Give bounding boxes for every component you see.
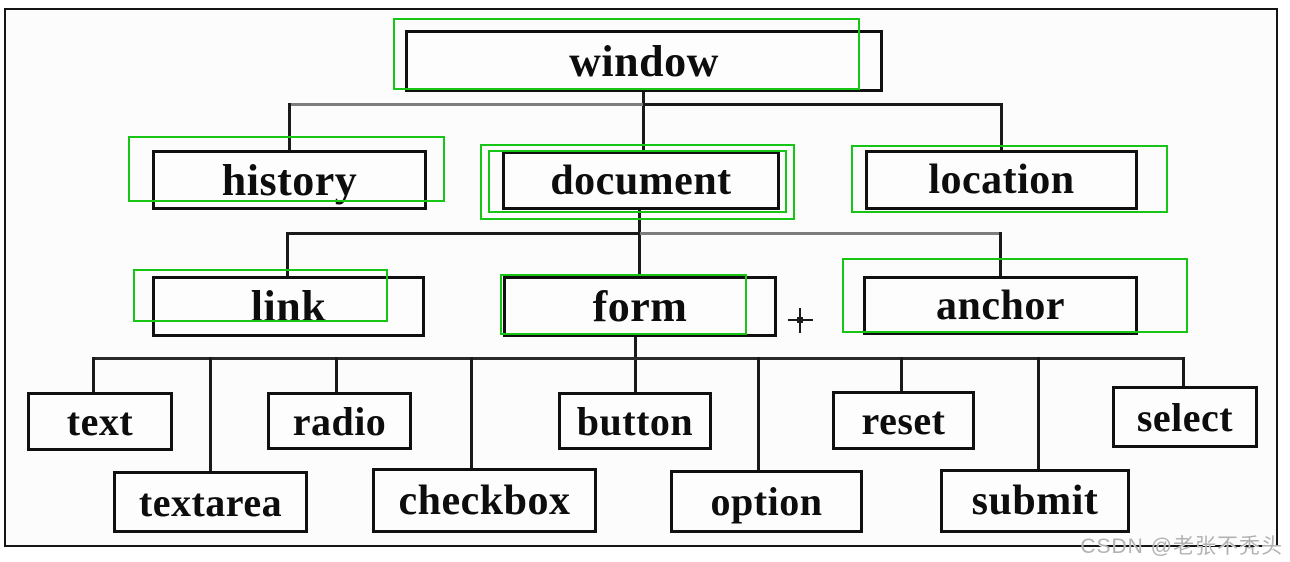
connector-document-anchor bbox=[999, 232, 1002, 276]
node-location: location bbox=[865, 150, 1138, 210]
connector-level2-horizontal-left bbox=[287, 232, 640, 235]
node-checkbox: checkbox bbox=[372, 468, 597, 533]
annotation-box-history bbox=[128, 136, 445, 202]
node-submit-label: submit bbox=[971, 478, 1099, 524]
node-select-label: select bbox=[1136, 394, 1234, 440]
connector-form-checkbox bbox=[470, 357, 473, 468]
node-radio-label: radio bbox=[292, 398, 387, 444]
connector-form-option bbox=[757, 357, 760, 470]
annotation-box-form bbox=[500, 274, 747, 335]
node-link: link bbox=[152, 276, 425, 337]
node-submit: submit bbox=[940, 469, 1130, 533]
node-form-label: form bbox=[592, 282, 688, 331]
annotation-box-document-inner bbox=[488, 150, 787, 213]
node-reset-label: reset bbox=[861, 398, 946, 443]
node-form: form bbox=[503, 276, 777, 337]
connector-form-submit bbox=[1037, 357, 1040, 469]
csdn-watermark: CSDN @老张不秃头 bbox=[1080, 535, 1283, 558]
node-document: document bbox=[502, 151, 780, 210]
annotation-box-link bbox=[133, 269, 388, 322]
annotation-box-anchor bbox=[842, 258, 1188, 333]
connector-form-text bbox=[92, 357, 95, 392]
node-text-label: text bbox=[66, 399, 134, 444]
node-radio: radio bbox=[267, 392, 412, 450]
node-document-label: document bbox=[550, 157, 732, 204]
node-textarea: textarea bbox=[113, 471, 308, 533]
connector-form-select bbox=[1182, 357, 1185, 386]
connector-window-history bbox=[288, 103, 291, 150]
node-history-label: history bbox=[221, 155, 358, 205]
node-checkbox-label: checkbox bbox=[398, 477, 571, 524]
node-window-label: window bbox=[569, 36, 719, 86]
connector-form-button bbox=[634, 337, 637, 392]
connector-form-reset bbox=[900, 357, 903, 391]
node-window: window bbox=[405, 30, 883, 92]
node-reset: reset bbox=[832, 391, 975, 450]
node-button-label: button bbox=[576, 398, 694, 444]
node-option-label: option bbox=[710, 479, 823, 524]
annotation-box-window bbox=[393, 18, 860, 90]
connector-window-document bbox=[642, 90, 645, 151]
connector-level3-horizontal bbox=[92, 357, 1185, 360]
node-select: select bbox=[1112, 386, 1258, 448]
connector-level1-horizontal-right bbox=[643, 103, 1003, 106]
node-link-label: link bbox=[250, 282, 327, 331]
connector-document-link bbox=[286, 232, 289, 276]
connector-form-radio bbox=[335, 357, 338, 392]
connector-level2-horizontal-right bbox=[640, 232, 1001, 235]
node-textarea-label: textarea bbox=[138, 479, 283, 525]
connector-window-location bbox=[1000, 103, 1003, 150]
annotation-box-document-outer bbox=[480, 144, 795, 220]
node-anchor-label: anchor bbox=[936, 282, 1065, 329]
connector-form-textarea bbox=[209, 357, 212, 471]
node-location-label: location bbox=[928, 157, 1075, 203]
connector-level1-horizontal-left bbox=[289, 103, 643, 106]
node-button: button bbox=[558, 392, 712, 450]
node-option: option bbox=[670, 470, 863, 533]
node-anchor: anchor bbox=[863, 276, 1138, 335]
connector-document-form bbox=[638, 210, 641, 276]
crosshair-cursor-icon bbox=[797, 317, 803, 323]
node-text: text bbox=[27, 392, 173, 451]
annotation-box-location bbox=[851, 145, 1168, 213]
